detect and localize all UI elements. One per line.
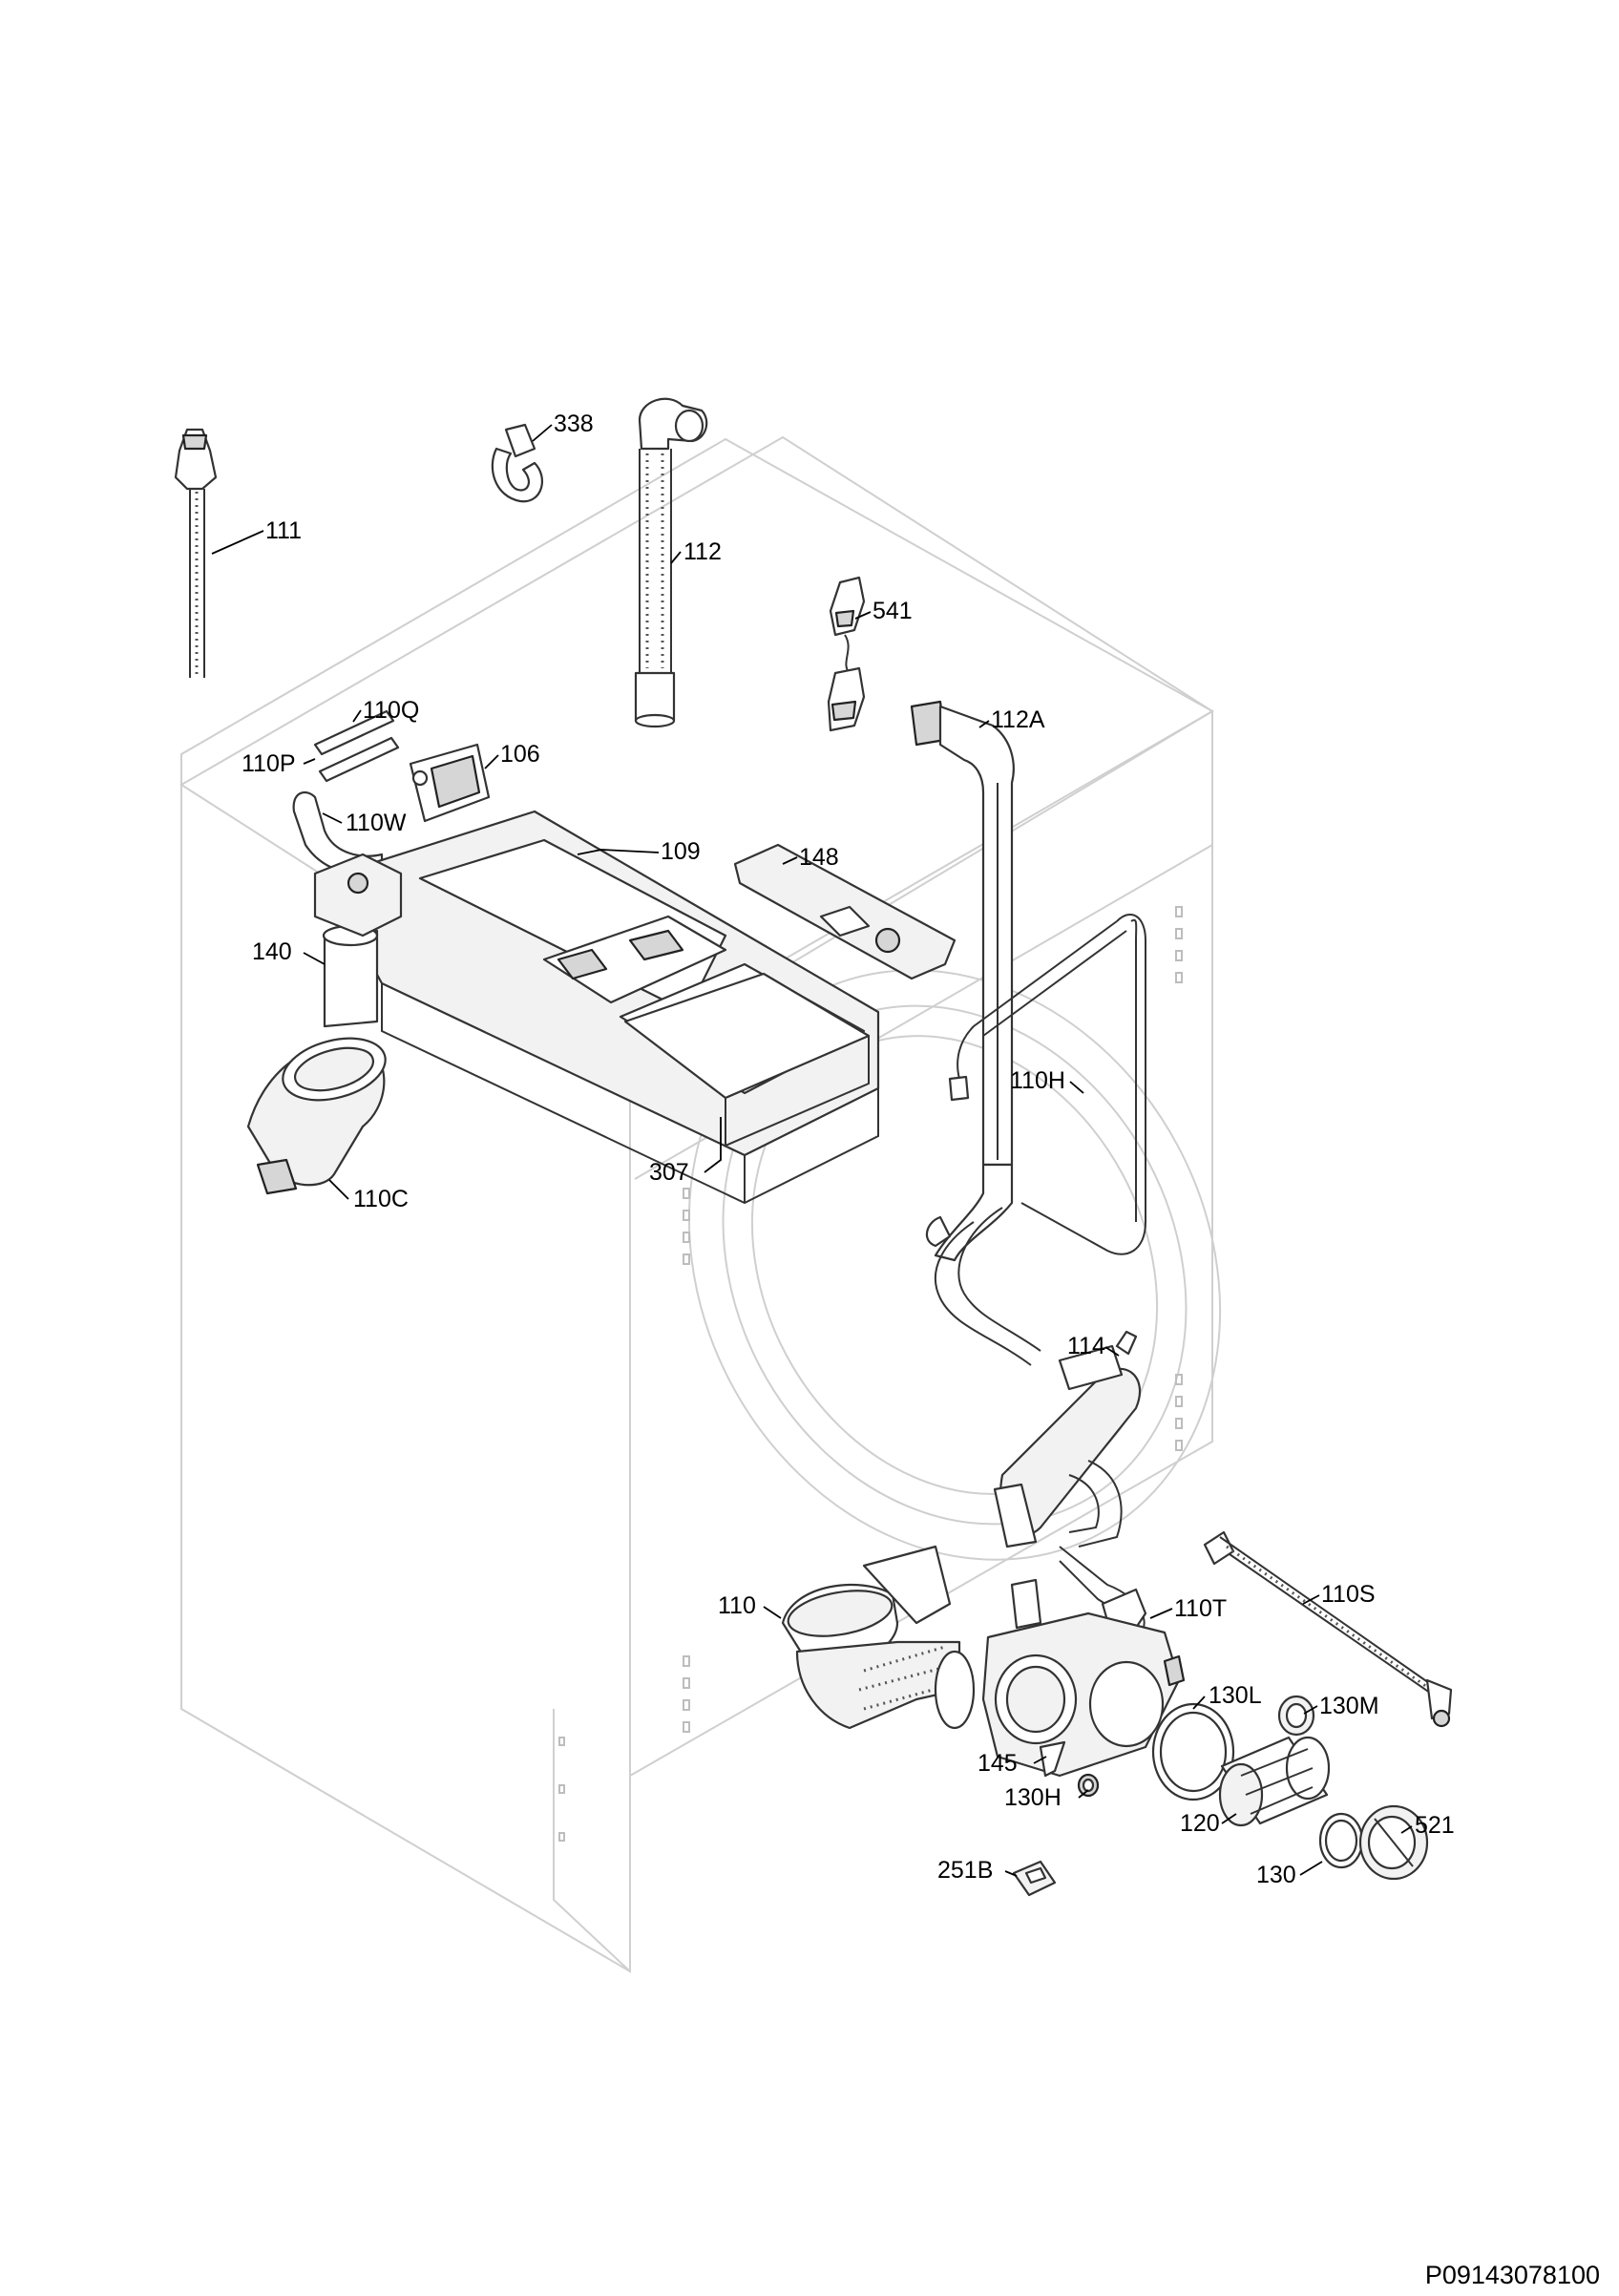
part-labels: 111 338 112 541 112A 110Q 110P 106 110W … xyxy=(242,411,1455,1888)
drain-hose-assembly xyxy=(925,1207,1146,1638)
label-145[interactable]: 145 xyxy=(978,1750,1018,1777)
label-112A[interactable]: 112A xyxy=(991,706,1045,733)
cabinet-holes xyxy=(558,906,1183,1842)
nut-130M xyxy=(1277,1695,1315,1737)
label-110S[interactable]: 110S xyxy=(1321,1581,1376,1608)
drawing-number: P09143078100 xyxy=(1425,2261,1600,2289)
label-114[interactable]: 114 xyxy=(1067,1333,1105,1359)
leader-lines xyxy=(211,424,1413,1877)
label-110W[interactable]: 110W xyxy=(346,810,407,836)
label-130L[interactable]: 130L xyxy=(1209,1682,1262,1709)
label-148[interactable]: 148 xyxy=(799,844,839,871)
clips-541 xyxy=(827,576,866,732)
label-130[interactable]: 130 xyxy=(1256,1862,1296,1888)
label-521[interactable]: 521 xyxy=(1415,1812,1455,1839)
drain-hose-112 xyxy=(634,397,708,728)
inlet-valve-assembly xyxy=(292,709,491,874)
label-130H[interactable]: 130H xyxy=(1004,1784,1062,1811)
label-120[interactable]: 120 xyxy=(1180,1810,1220,1837)
label-130M[interactable]: 130M xyxy=(1319,1693,1379,1719)
hose-110 xyxy=(781,1545,976,1730)
drawer-handle-148 xyxy=(733,843,957,980)
label-110H-hose[interactable]: 110H xyxy=(1010,1067,1065,1094)
hose-110S xyxy=(1203,1530,1453,1728)
label-307[interactable]: 307 xyxy=(649,1159,689,1186)
label-111[interactable]: 111 xyxy=(265,517,302,544)
label-106[interactable]: 106 xyxy=(500,741,540,768)
label-109[interactable]: 109 xyxy=(661,838,701,865)
inlet-hose-111 xyxy=(174,428,218,678)
filter-120 xyxy=(1218,1736,1331,1827)
drawer-307 xyxy=(623,972,871,1148)
clip-251B xyxy=(1012,1860,1057,1897)
label-110T[interactable]: 110T xyxy=(1174,1595,1227,1622)
label-110[interactable]: 110 xyxy=(718,1592,756,1619)
nut-130H xyxy=(1077,1773,1100,1798)
pump-body-145 xyxy=(981,1578,1186,1778)
label-110P[interactable]: 110P xyxy=(242,750,296,777)
seal-130L xyxy=(1151,1702,1235,1801)
label-110Q[interactable]: 110Q xyxy=(363,697,419,724)
hose-110C xyxy=(246,1037,387,1195)
pump-housing-114 xyxy=(993,1330,1142,1548)
hose-clip-338 xyxy=(491,423,543,503)
o-ring-130 xyxy=(1318,1812,1364,1869)
label-112[interactable]: 112 xyxy=(683,538,722,565)
part-140 xyxy=(313,853,403,1028)
label-110C[interactable]: 110C xyxy=(353,1186,409,1212)
hose-112A xyxy=(910,700,1015,1167)
cap-521 xyxy=(1358,1804,1429,1881)
label-338[interactable]: 338 xyxy=(554,411,594,437)
label-251B[interactable]: 251B xyxy=(937,1857,993,1884)
label-140[interactable]: 140 xyxy=(252,938,292,965)
label-541[interactable]: 541 xyxy=(873,598,913,624)
